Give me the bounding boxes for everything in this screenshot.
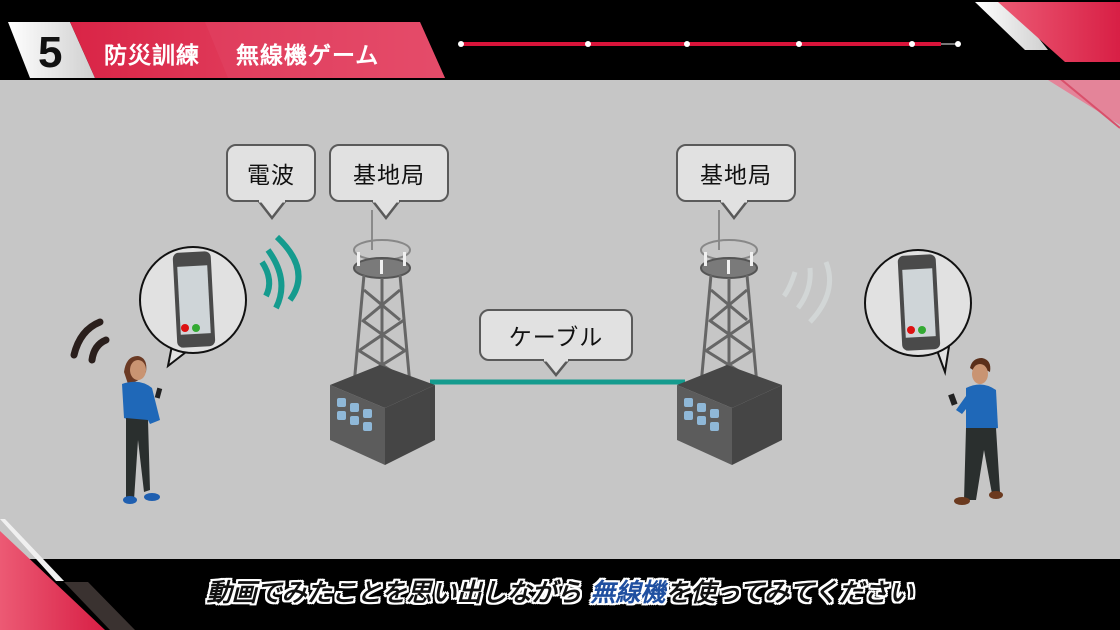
right-base-station-label-tail [718,200,750,221]
subtitle-text-before: 動画でみたことを思い出しながら [206,578,582,607]
man-user-figure [948,358,1003,505]
network-diagram [70,80,1120,505]
title-game-name: 無線機ゲーム [236,43,380,69]
title-category: 防災訓練 [104,43,200,69]
progress-track [941,43,958,45]
progress-fill [461,42,941,46]
right-phone-bubble [864,249,972,376]
cable-label: ケーブル [479,309,633,361]
right-base-station [677,210,782,465]
header-bar: 5 防災訓練 無線機ゲーム [0,0,1120,80]
progress-step-3 [684,41,690,47]
bottom-left-decoration [0,519,135,630]
subtitle-text-after: を使ってみてください [665,578,914,607]
faded-radio-wave-icon [781,261,833,324]
left-base-station-label: 基地局 [329,144,449,202]
step-number: 5 [38,28,63,77]
radio-wave-label-text: 電波 [247,163,295,189]
instruction-subtitle: 動画でみたことを思い出しながら 無線機を使ってみてください [0,573,1120,609]
woman-user-figure [122,356,163,504]
left-base-station-label-text: 基地局 [353,163,425,189]
progress-step-4 [796,41,802,47]
radio-wave-label: 電波 [226,144,316,202]
progress-step-2 [585,41,591,47]
subtitle-highlight-radio: 無線機 [590,578,666,607]
cable-label-text: ケーブル [508,325,604,351]
progress-step-5 [909,41,915,47]
left-phone-bubble [139,246,247,369]
user-signal-icon [70,318,110,364]
cable-label-tail [541,359,571,377]
left-base-station-label-tail [370,200,402,221]
subtitle-bar [0,519,1120,630]
radio-wave-label-tail [256,200,288,221]
header-decoration [8,2,1120,78]
radio-wave-icon [259,234,302,310]
right-base-station-label: 基地局 [676,144,796,202]
progress-step-1 [458,41,464,47]
diagram-stage: 電波 基地局 基地局 ケーブル [0,80,1120,559]
progress-step-6 [955,41,961,47]
left-base-station [330,210,435,465]
right-base-station-label-text: 基地局 [700,163,772,189]
